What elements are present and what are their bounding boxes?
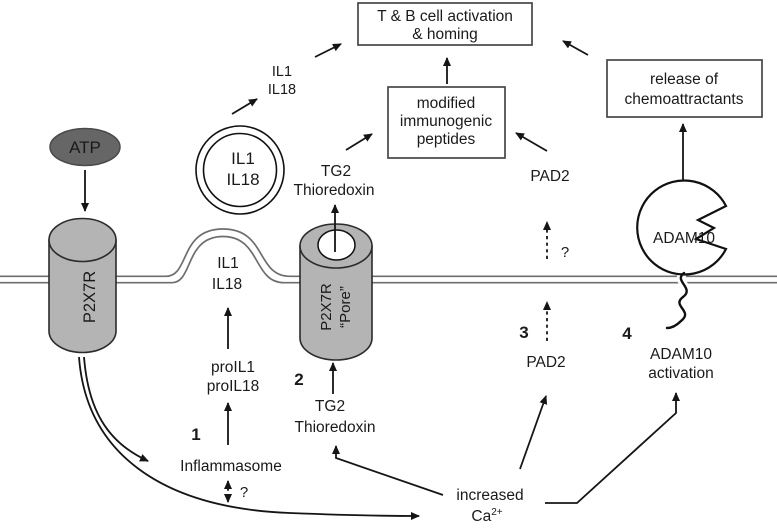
chemoattractants-box: release of chemoattractants	[606, 59, 763, 118]
vesicle-il18-label: IL18	[226, 170, 259, 189]
membrane-inner-leaflet	[0, 235, 777, 284]
pore-label-line1: P2X7R	[318, 283, 335, 331]
adam10-activation-line1: ADAM10	[650, 346, 712, 363]
elbow-arrow-ca-to-adam10-activation	[545, 392, 680, 504]
tb-activation-line1: T & B cell activation	[377, 8, 513, 25]
atp-ligand: ATP	[49, 127, 121, 212]
pore-label-line2: “Pore”	[337, 286, 354, 328]
elbow-arrow-ca-to-tg2	[332, 445, 444, 496]
increased-ca-line1: increased	[456, 487, 523, 504]
modified-peptides-line2: immunogenic	[400, 113, 492, 130]
arrow-tg2-to-peptides-box	[345, 133, 373, 151]
p2x7r-pore-cylinder: P2X7R “Pore”	[299, 223, 373, 361]
tb-activation-line2: & homing	[412, 26, 477, 43]
thioredoxin-bottom-label: Thioredoxin	[295, 419, 376, 436]
adam10-activation-line2: activation	[648, 365, 713, 382]
p2x7r-receptor-cylinder: P2X7R	[48, 217, 117, 354]
arrow-ca-to-pad2	[519, 395, 548, 470]
curved-arrow-receptor-to-calcium	[78, 356, 420, 520]
question-mark-pad2: ?	[561, 244, 569, 261]
pathway-number-1: 1	[191, 425, 200, 444]
arrow-vesicle-to-il	[231, 98, 258, 115]
vesicle-il1-label: IL1	[231, 149, 255, 168]
p2x7r-cylinder-body	[48, 239, 117, 354]
bump-il1-label: IL1	[217, 255, 239, 272]
modified-peptides-box: modified immunogenic peptides	[387, 86, 506, 159]
vesicle-outer-circle	[195, 125, 285, 215]
vesicle-inner-circle	[202, 132, 278, 208]
proil18-label: proIL18	[207, 378, 260, 395]
proil1-label: proIL1	[211, 359, 255, 376]
pathway-number-3: 3	[519, 323, 528, 342]
p2x7r-receptor-label: P2X7R	[81, 271, 99, 323]
secretory-vesicle: IL1 IL18	[195, 125, 285, 215]
modified-peptides-rect	[387, 86, 506, 159]
chemoattractants-rect	[606, 59, 763, 118]
membrane-outer-leaflet	[0, 228, 777, 278]
p2x7r-cylinder-top	[48, 217, 117, 263]
bump-il18-label: IL18	[212, 276, 242, 293]
inflammasome-label: Inflammasome	[180, 458, 282, 475]
curved-arrow-receptor-to-inflammasome	[83, 356, 149, 462]
adam10-protein: ADAM10	[636, 179, 728, 332]
adam10-stalk	[665, 271, 688, 330]
ca-charge-superscript: 2+	[491, 507, 503, 518]
pore-cylinder-body	[299, 245, 373, 361]
arrow-chemo-to-tb-box	[562, 40, 589, 56]
pad2-bottom-label: PAD2	[526, 354, 565, 371]
atp-label: ATP	[69, 138, 101, 157]
ca-symbol: Ca	[471, 508, 491, 525]
arrow-il-to-tb-box	[314, 43, 342, 58]
pathway-number-4: 4	[622, 324, 632, 343]
released-il1-label: IL1	[272, 64, 292, 80]
pore-hole	[317, 229, 356, 261]
tg2-top-label: TG2	[321, 163, 351, 180]
adam10-label: ADAM10	[653, 230, 715, 247]
tb-activation-box: T & B cell activation & homing	[357, 2, 533, 46]
increased-ca-line2: Ca2+	[471, 507, 502, 525]
pathway-number-2: 2	[294, 370, 303, 389]
membrane-bilayer	[0, 228, 777, 284]
chemoattractants-line2: chemoattractants	[625, 91, 744, 108]
tb-activation-rect	[357, 2, 533, 46]
arrow-pad2-to-peptides-box	[515, 132, 548, 152]
question-mark-inflammasome: ?	[240, 484, 248, 501]
tg2-bottom-label: TG2	[315, 398, 345, 415]
released-il18-label: IL18	[268, 82, 296, 98]
thioredoxin-top-label: Thioredoxin	[294, 182, 375, 199]
atp-ellipse	[49, 127, 121, 167]
pad2-top-label: PAD2	[530, 168, 569, 185]
adam10-pacman	[636, 179, 728, 276]
modified-peptides-line1: modified	[417, 95, 476, 112]
modified-peptides-line3: peptides	[417, 131, 476, 148]
chemoattractants-line1: release of	[650, 71, 719, 88]
